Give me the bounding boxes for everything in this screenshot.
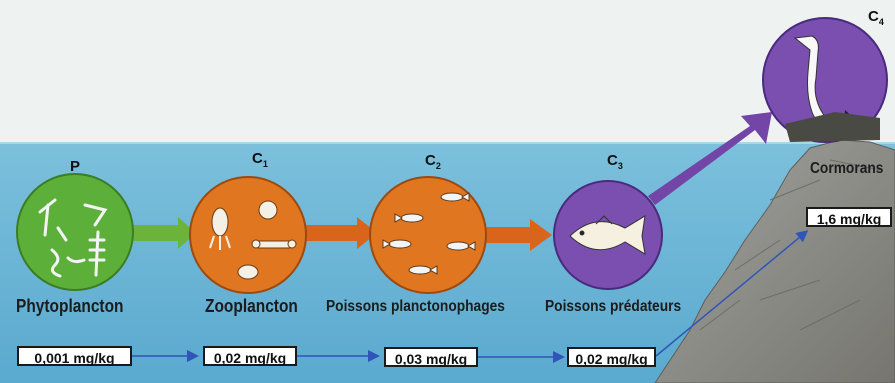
level-subscript: 4 xyxy=(879,17,884,27)
organism-label-phytoplancton: Phytoplancton xyxy=(16,296,124,317)
organism-label-zooplancton: Zooplancton xyxy=(205,296,298,317)
concentration-box-cormorans: 1,6 mg/kg xyxy=(806,207,892,227)
level-letter: C xyxy=(868,8,879,25)
level-label-c3: C3 xyxy=(607,152,623,169)
level-subscript: 3 xyxy=(618,161,623,171)
organism-label-poissons-planctonophages: Poissons planctonophages xyxy=(326,298,505,316)
level-label-c2: C2 xyxy=(425,152,441,169)
level-letter: C xyxy=(425,152,436,169)
concentration-box-phytoplancton: 0,001 mg/kg xyxy=(17,346,132,366)
level-letter: C xyxy=(607,152,618,169)
level-letter: C xyxy=(252,150,263,167)
level-label-c4: C4 xyxy=(868,8,884,25)
level-label-c1: C1 xyxy=(252,150,268,167)
concentration-box-zooplancton: 0,02 mg/kg xyxy=(203,346,297,366)
organism-label-cormorans: Cormorans xyxy=(810,160,883,178)
level-letter: P xyxy=(70,158,80,175)
level-label-p: P xyxy=(70,158,80,175)
circle-phytoplancton xyxy=(17,174,133,290)
level-subscript: 1 xyxy=(263,159,268,169)
concentration-box-poissons-planctonophages: 0,03 mg/kg xyxy=(384,347,478,367)
level-subscript: 2 xyxy=(436,161,441,171)
concentration-box-poissons-predateurs: 0,02 mg/kg xyxy=(567,347,656,367)
organism-label-poissons-predateurs: Poissons prédateurs xyxy=(545,298,681,316)
